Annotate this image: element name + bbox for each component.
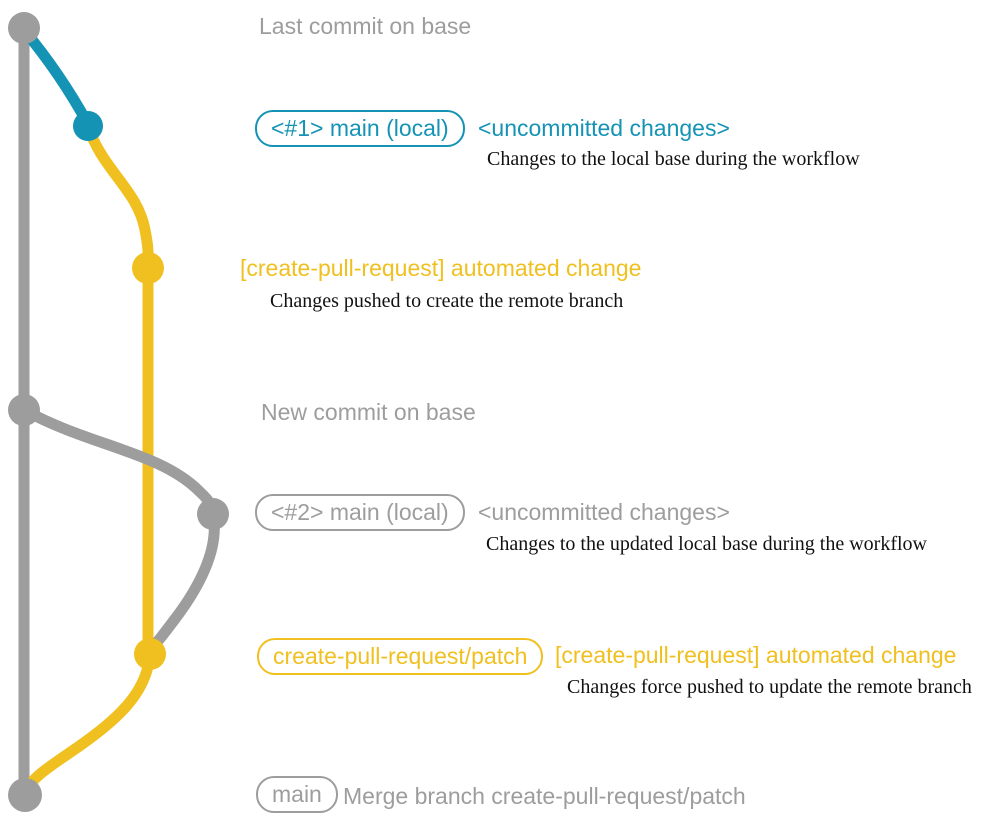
commit-dot-main-local-2: [197, 498, 229, 530]
main-local-branch-line: [18, 24, 94, 130]
uncommitted-changes-description-2: Changes to the updated local base during…: [486, 533, 927, 555]
branch-badge-create-pull-request-patch: create-pull-request/patch: [257, 638, 544, 675]
uncommitted-changes-title-2: <uncommitted changes>: [478, 499, 730, 525]
commit-dot-new-base: [8, 394, 40, 426]
automated-change-title-1: [create-pull-request] automated change: [240, 255, 642, 281]
updated-main-rebase-curve: [145, 509, 220, 655]
branch-badge-main-local-1: <#1> main (local): [255, 110, 465, 147]
automated-change-title-2: [create-pull-request] automated change: [555, 642, 957, 668]
commit-dot-merge: [8, 778, 42, 812]
uncommitted-changes-title-1: <uncommitted changes>: [478, 115, 730, 141]
updated-main-branch-curve: [18, 404, 219, 521]
commit-dot-automated-1: [132, 252, 164, 284]
merge-commit-annotation: Merge branch create-pull-request/patch: [343, 783, 746, 809]
automated-change-description-2: Changes force pushed to update the remot…: [567, 676, 972, 698]
commit-dot-automated-2: [134, 638, 166, 670]
branch-badge-main-local-2: <#2> main (local): [255, 494, 465, 531]
commit-dot-main-local-1: [73, 111, 103, 141]
pull-request-merge-curve: [19, 648, 156, 798]
pull-request-branch-curve-top: [82, 120, 154, 276]
automated-change-description-1: Changes pushed to create the remote bran…: [270, 290, 624, 312]
branch-badge-main: main: [256, 776, 338, 813]
uncommitted-changes-description-1: Changes to the local base during the wor…: [487, 148, 860, 170]
last-commit-annotation: Last commit on base: [259, 13, 472, 39]
new-commit-annotation: New commit on base: [261, 399, 476, 425]
commit-dot-last-base: [8, 12, 40, 44]
